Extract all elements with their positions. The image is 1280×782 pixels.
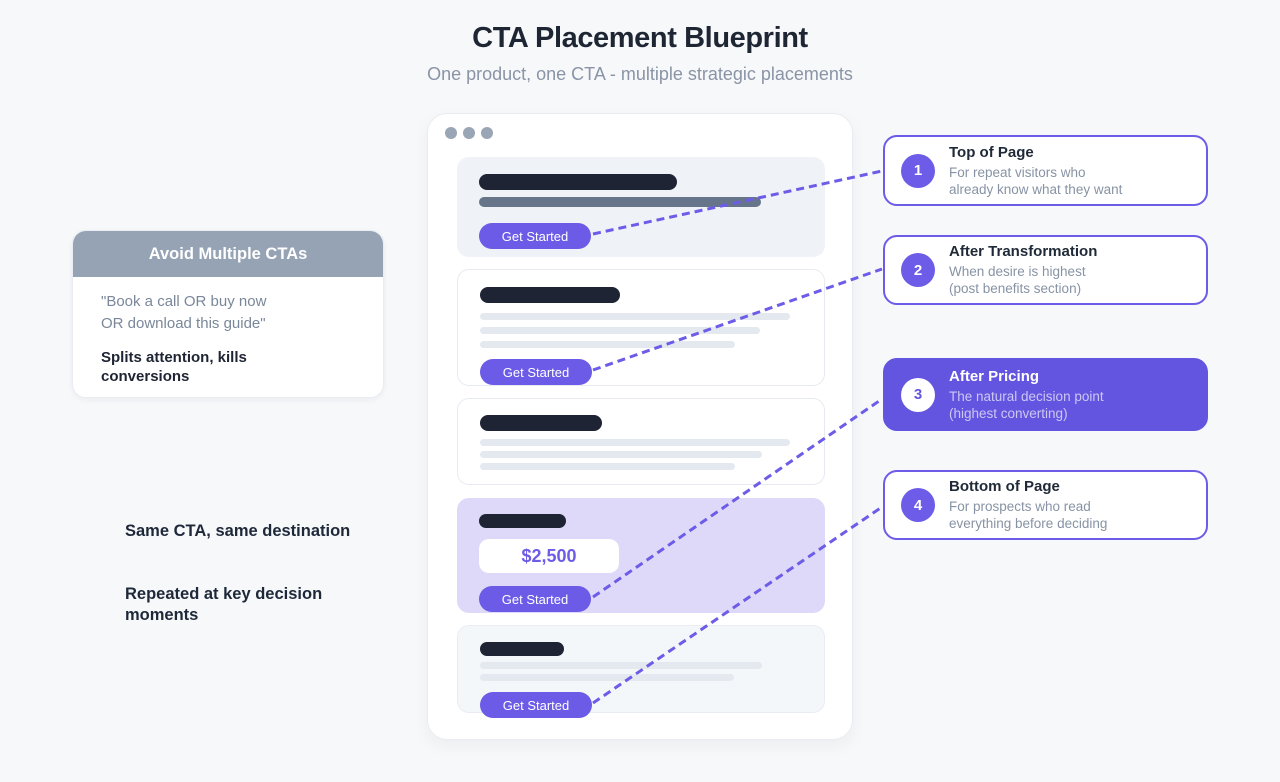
page-subtitle: One product, one CTA - multiple strategi… [427, 64, 853, 84]
text-line [480, 662, 762, 669]
placement-card-bottom-of-page: 4 Bottom of Page For prospects who read … [883, 470, 1208, 540]
section-bottom-of-page: Get Started [457, 625, 825, 718]
warning-quote-line: OR download this guide" [101, 314, 266, 332]
placement-description-line: everything before deciding [949, 516, 1108, 531]
placement-title: Bottom of Page [949, 478, 1060, 495]
placement-number-badge: 4 [901, 488, 935, 522]
headline-bar [480, 287, 620, 303]
note-same-cta: Same CTA, same destination [125, 522, 351, 540]
placement-description-line: The natural decision point [949, 388, 1104, 404]
warning-card-quote: "Book a call OR buy now OR download this… [101, 291, 266, 334]
warning-card-header: Avoid Multiple CTAs [73, 231, 383, 277]
avoid-multiple-ctas-card: Avoid Multiple CTAs "Book a call OR buy … [72, 230, 384, 398]
section-after-transformation: Get Started [457, 269, 825, 386]
placement-description: For repeat visitors who already know wha… [949, 164, 1122, 198]
warning-quote-line: "Book a call OR buy now [101, 293, 267, 310]
placement-number-badge: 1 [901, 153, 935, 188]
placement-title: After Pricing [949, 367, 1040, 385]
placement-card-top-of-page: 1 Top of Page For repeat visitors who al… [883, 135, 1208, 206]
text-line [480, 439, 790, 446]
text-line [480, 674, 734, 681]
placement-description-line: already know what they want [949, 181, 1123, 197]
window-control-dots [445, 127, 493, 139]
warning-emphasis-line: conversions [101, 368, 190, 385]
get-started-button-pricing[interactable]: Get Started [479, 586, 591, 612]
headline-bar [480, 415, 602, 431]
section-content-block [457, 398, 825, 485]
text-line [480, 463, 735, 470]
placement-description: For prospects who read everything before… [949, 498, 1107, 532]
placement-description-line: When desire is highest [949, 264, 1086, 279]
get-started-button-transformation[interactable]: Get Started [480, 359, 592, 385]
text-line [480, 327, 760, 334]
placement-number-badge: 2 [901, 253, 935, 287]
headline-bar [479, 514, 566, 528]
window-control-dot [481, 127, 493, 139]
headline-bar [479, 174, 677, 190]
placement-description: When desire is highest (post benefits se… [949, 263, 1097, 297]
placement-title: After Transformation [949, 243, 1098, 260]
text-line [480, 341, 735, 348]
note-repeated: Repeated at key decision moments [125, 584, 322, 626]
warning-emphasis-line: Splits attention, kills [101, 349, 247, 366]
note-repeated-line: moments [125, 606, 199, 624]
section-top-of-page: Get Started [457, 157, 825, 257]
page-title: CTA Placement Blueprint [472, 22, 808, 54]
placement-description-line: For repeat visitors who [949, 164, 1086, 180]
price-tag: $2,500 [479, 539, 619, 573]
get-started-button-bottom[interactable]: Get Started [480, 692, 592, 718]
placement-description-line: (post benefits section) [949, 281, 1082, 296]
window-control-dot [445, 127, 457, 139]
placement-number-badge: 3 [901, 377, 935, 412]
text-line [480, 313, 790, 320]
get-started-button-hero[interactable]: Get Started [479, 223, 591, 249]
placement-description: The natural decision point (highest conv… [949, 388, 1104, 422]
placement-card-after-transformation: 2 After Transformation When desire is hi… [883, 235, 1208, 305]
note-repeated-line: Repeated at key decision [125, 585, 323, 603]
section-pricing: $2,500 Get Started [457, 498, 825, 613]
headline-bar [480, 642, 564, 656]
warning-card-emphasis: Splits attention, kills conversions [101, 348, 247, 386]
browser-mockup: Get Started Get Started $2,500 Get Start… [427, 113, 853, 740]
subheadline-bar [479, 197, 761, 207]
placement-description-line: (highest converting) [949, 405, 1068, 421]
window-control-dot [463, 127, 475, 139]
placement-description-line: For prospects who read [949, 499, 1091, 514]
placement-title: Top of Page [949, 143, 1034, 161]
text-line [480, 451, 762, 458]
placement-card-after-pricing: 3 After Pricing The natural decision poi… [883, 358, 1208, 431]
